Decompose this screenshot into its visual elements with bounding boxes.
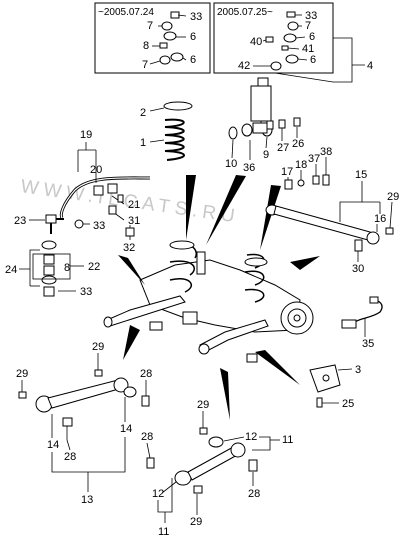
callout-33: 33 [93, 220, 105, 232]
callout-7: 7 [305, 20, 311, 32]
callout-27: 27 [277, 142, 289, 154]
callout-37: 37 [308, 153, 320, 165]
callout-15: 15 [355, 169, 367, 181]
fitting-arrow [290, 256, 320, 270]
inset-box-title-left: ~2005.07.24 [98, 7, 154, 18]
callout-2: 2 [140, 107, 146, 119]
callout-16: 16 [374, 213, 386, 225]
callout-12: 12 [152, 488, 164, 500]
trailing-arm [265, 204, 380, 245]
bolt-icon [286, 11, 296, 18]
callout-12: 12 [245, 431, 257, 443]
nut-27 [266, 120, 274, 130]
callout-26: 26 [292, 138, 304, 150]
leader-4 [333, 37, 365, 66]
callout-41: 41 [302, 43, 314, 55]
callout-24: 24 [5, 264, 17, 276]
callout-6: 6 [310, 54, 316, 66]
callout-14: 14 [47, 439, 59, 451]
rear-axle-assembly [103, 240, 314, 363]
callout-10: 10 [225, 158, 237, 170]
callout-6: 6 [309, 31, 315, 43]
callout-9: 9 [263, 149, 269, 161]
bushing-icon [287, 21, 299, 31]
callout-33: 33 [80, 286, 92, 298]
inset-box-before-2005: ~2005.07.24 33 7 6 8 7 6 [94, 2, 211, 74]
fitting-arrow [123, 325, 140, 360]
callout-29: 29 [190, 516, 202, 528]
fitting-arrow [255, 350, 300, 385]
callout-29: 29 [16, 368, 28, 380]
callout-35: 35 [362, 338, 374, 350]
callout-36: 36 [243, 162, 255, 174]
clip-icon [281, 45, 289, 51]
callout-14: 14 [120, 423, 132, 435]
bushing-10 [228, 126, 238, 140]
callout-13: 13 [81, 494, 93, 506]
callout-33: 33 [190, 11, 202, 23]
callout-7: 7 [147, 20, 153, 32]
callout-1: 1 [140, 137, 146, 149]
callout-42: 42 [238, 60, 250, 72]
callout-11: 11 [158, 526, 169, 538]
spacer-icon [265, 36, 274, 43]
washer-icon [285, 54, 299, 64]
callout-28: 28 [140, 368, 152, 380]
callout-21: 21 [128, 199, 140, 211]
callout-17: 17 [281, 166, 293, 178]
callout-6: 6 [190, 54, 196, 66]
callout-4: 4 [367, 60, 373, 72]
callout-8: 8 [143, 40, 149, 52]
fitting-arrow [186, 175, 196, 240]
callout-28: 28 [64, 451, 76, 463]
callout-19: 19 [80, 129, 92, 141]
callout-30: 30 [352, 263, 364, 275]
callout-33: 33 [305, 10, 317, 22]
mount-bracket [309, 364, 341, 393]
callout-22: 22 [88, 261, 100, 273]
callout-8: 8 [64, 262, 70, 274]
washer-icon [283, 33, 297, 43]
callout-31: 31 [128, 215, 140, 227]
bushing-icon [270, 61, 282, 71]
callout-7: 7 [142, 59, 148, 71]
callout-29: 29 [92, 341, 104, 353]
callout-28: 28 [141, 431, 153, 443]
callout-3: 3 [355, 364, 361, 376]
lower-control-arm-11 [174, 436, 246, 486]
washer-icon [163, 31, 177, 41]
fitting-arrow [118, 255, 145, 285]
bracket-box [32, 253, 71, 280]
link-bushing-stack [41, 240, 57, 297]
fitting-arrow [206, 175, 246, 245]
speed-sensor [341, 296, 383, 329]
spacer-icon [159, 42, 168, 49]
callout-28: 28 [248, 488, 260, 500]
callout-40: 40 [250, 36, 262, 48]
inset-box-title-right: 2005.07.25~ [217, 7, 273, 18]
lower-control-arm-13 [35, 377, 137, 413]
fitting-arrow [220, 368, 230, 420]
stabilizer-link [45, 214, 64, 234]
callout-18: 18 [295, 159, 307, 171]
bolt-17 [284, 179, 293, 190]
stabilizer-bar [59, 176, 151, 219]
inset-box-after-2005: 2005.07.25~ 33 7 40 6 41 42 6 [213, 2, 334, 74]
bushing-icon [161, 21, 173, 31]
callout-11: 11 [282, 434, 293, 446]
washer-icon [170, 52, 184, 62]
callout-23: 23 [14, 215, 26, 227]
callout-38: 38 [320, 146, 332, 158]
callout-29: 29 [197, 399, 209, 411]
callout-32: 32 [123, 242, 135, 254]
callout-25: 25 [342, 398, 354, 410]
bolt-icon [170, 11, 180, 19]
bushing-icon [159, 55, 171, 65]
coil-spring-1 [163, 101, 193, 161]
callout-6: 6 [190, 31, 196, 43]
fitting-arrow [260, 185, 281, 250]
callout-29: 29 [387, 191, 399, 203]
